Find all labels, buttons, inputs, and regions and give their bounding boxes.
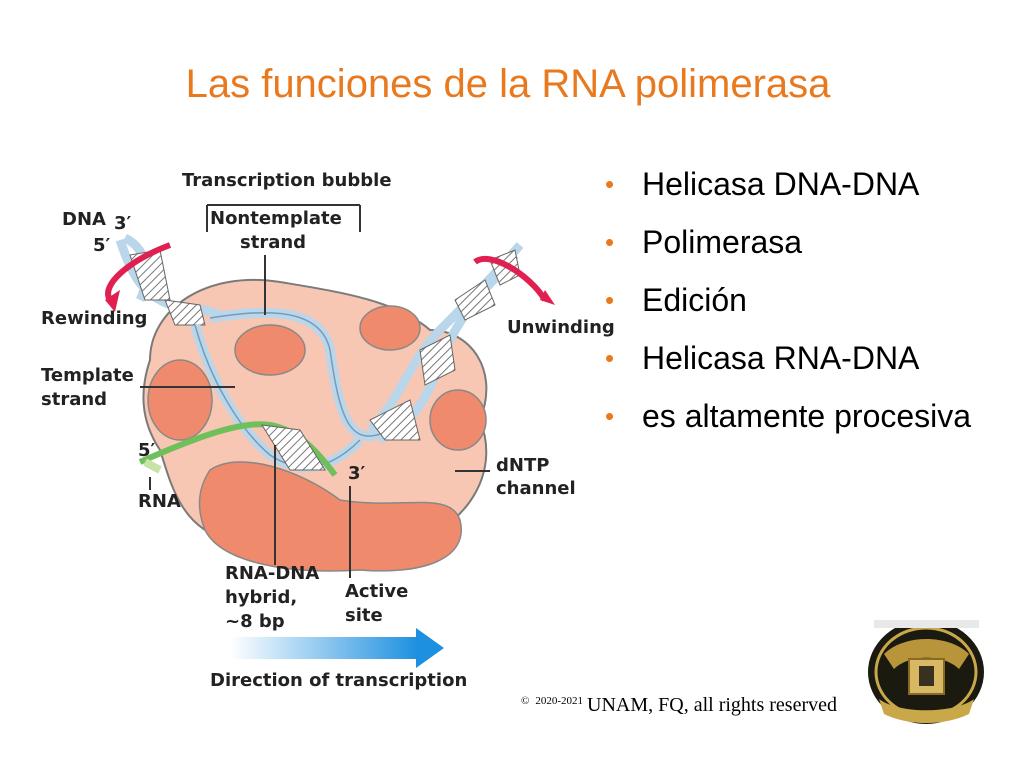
enzyme-domain bbox=[234, 324, 306, 376]
bullet-item: •Edición bbox=[605, 282, 747, 318]
enzyme-domain bbox=[198, 461, 463, 572]
label-nontemplate-strand: strand bbox=[240, 232, 306, 253]
label-dntp: dNTP bbox=[496, 455, 549, 476]
bullet-dot-icon: • bbox=[605, 169, 615, 199]
label-hybrid-3: ~8 bp bbox=[225, 611, 285, 632]
label-rewinding: Rewinding bbox=[41, 308, 147, 329]
copyright-text: UNAM, FQ, all rights reserved bbox=[587, 694, 837, 716]
bullet-item: •Helicasa RNA-DNA bbox=[605, 340, 920, 376]
label-dna: DNA bbox=[62, 209, 106, 230]
dna-base-pairs bbox=[164, 299, 206, 326]
label-template: Template bbox=[41, 365, 134, 386]
label-active-site-2: site bbox=[345, 605, 383, 626]
dna-base-pairs bbox=[369, 399, 421, 441]
rna-polymerase-diagram: Transcription bubble Nontemplate strand … bbox=[41, 170, 615, 691]
bullet-item: •es altamente procesiva bbox=[605, 398, 972, 434]
unam-seal-icon bbox=[864, 614, 989, 728]
label-rna-5prime: 5′ bbox=[138, 440, 156, 461]
label-template-strand: strand bbox=[41, 389, 107, 410]
label-nontemplate: Nontemplate bbox=[210, 208, 342, 229]
label-unwinding: Unwinding bbox=[507, 317, 615, 338]
slide-title: Las funciones de la RNA polimerasa bbox=[185, 62, 831, 106]
label-hybrid: RNA-DNA bbox=[225, 563, 319, 584]
unwinding-arrow bbox=[473, 255, 548, 302]
label-dntp-channel: channel bbox=[496, 478, 576, 499]
bullet-list: •Helicasa DNA-DNA •Polimerasa •Edición •… bbox=[605, 166, 1005, 456]
label-rna: RNA bbox=[138, 491, 181, 512]
enzyme-domain bbox=[147, 359, 213, 441]
label-direction: Direction of transcription bbox=[210, 670, 467, 691]
copyright-years: 2020-2021 bbox=[535, 695, 584, 707]
direction-arrow-shaft bbox=[230, 637, 418, 659]
rewinding-arrow bbox=[105, 242, 172, 302]
dna-base-pairs bbox=[454, 279, 496, 321]
rna-dna-hybrid bbox=[261, 424, 326, 471]
label-active-site: Active bbox=[345, 581, 408, 602]
enzyme-domain bbox=[429, 389, 487, 451]
rna-strand bbox=[138, 421, 338, 477]
label-rna-3prime: 3′ bbox=[348, 463, 366, 484]
copyright-symbol: © bbox=[521, 695, 530, 707]
bullet-dot-icon: • bbox=[605, 401, 615, 431]
bullet-dot-icon: • bbox=[605, 227, 615, 257]
rna-tail bbox=[143, 458, 162, 474]
label-dna-3prime: 3′ bbox=[114, 213, 132, 234]
label-transcription-bubble: Transcription bubble bbox=[182, 170, 392, 191]
dna-base-pairs bbox=[419, 334, 456, 386]
bullet-item: •Polimerasa bbox=[605, 224, 803, 260]
label-dna-5prime: 5′ bbox=[93, 235, 111, 256]
bullet-dot-icon: • bbox=[605, 285, 615, 315]
enzyme-domain bbox=[359, 305, 421, 351]
bullet-dot-icon: • bbox=[605, 343, 615, 373]
label-hybrid-2: hybrid, bbox=[225, 587, 297, 608]
direction-arrow-head bbox=[416, 628, 444, 668]
bullet-item: •Helicasa DNA-DNA bbox=[605, 166, 920, 202]
